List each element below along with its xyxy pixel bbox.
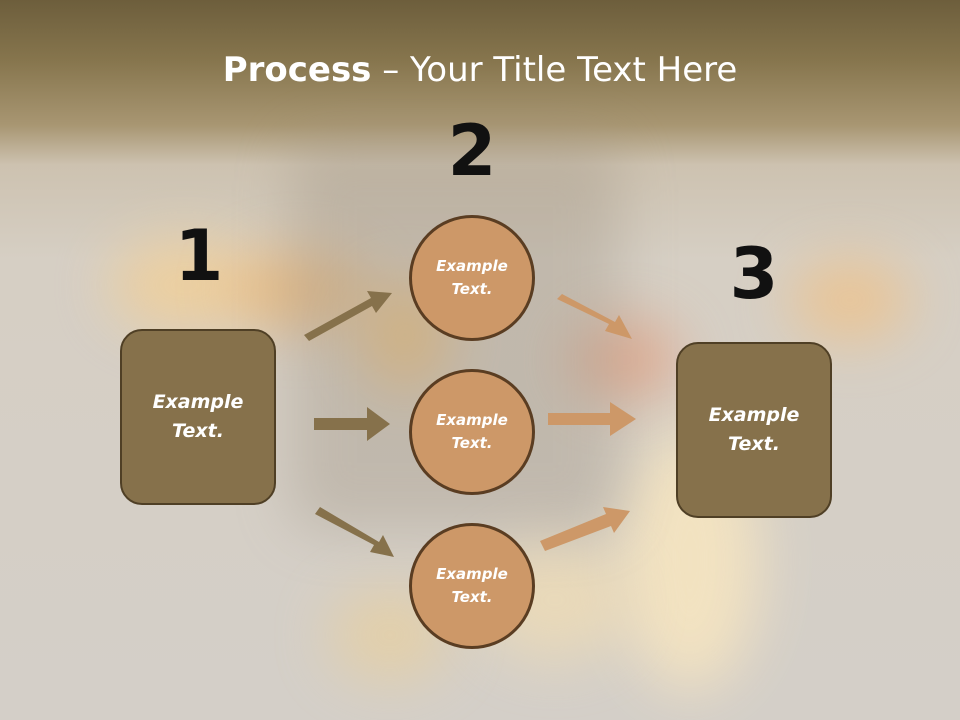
- arrow-left-lower: [315, 507, 394, 557]
- title-rest: – Your Title Text Here: [371, 50, 738, 90]
- step-number-1: 1: [174, 215, 224, 297]
- arrow-right-middle: [548, 402, 636, 436]
- circle-bottom-text: Example Text.: [436, 565, 508, 606]
- step-number-2: 2: [447, 110, 497, 192]
- circle-middle-text: Example Text.: [436, 411, 508, 452]
- slide-title: Process – Your Title Text Here: [0, 50, 960, 90]
- right-box: Example Text.: [676, 342, 832, 518]
- circle-middle: Example Text.: [409, 369, 535, 495]
- arrow-left-upper: [304, 291, 392, 341]
- arrow-right-lower: [540, 507, 630, 551]
- circle-bottom: Example Text.: [409, 523, 535, 649]
- circle-top: Example Text.: [409, 215, 535, 341]
- circle-top-text: Example Text.: [436, 257, 508, 298]
- right-box-text: Example Text.: [708, 404, 800, 455]
- left-box: Example Text.: [120, 329, 276, 505]
- arrow-right-upper: [557, 294, 632, 339]
- arrow-left-middle: [314, 407, 390, 441]
- left-box-text: Example Text.: [152, 391, 244, 442]
- step-number-3: 3: [729, 233, 779, 315]
- title-bold: Process: [222, 50, 372, 90]
